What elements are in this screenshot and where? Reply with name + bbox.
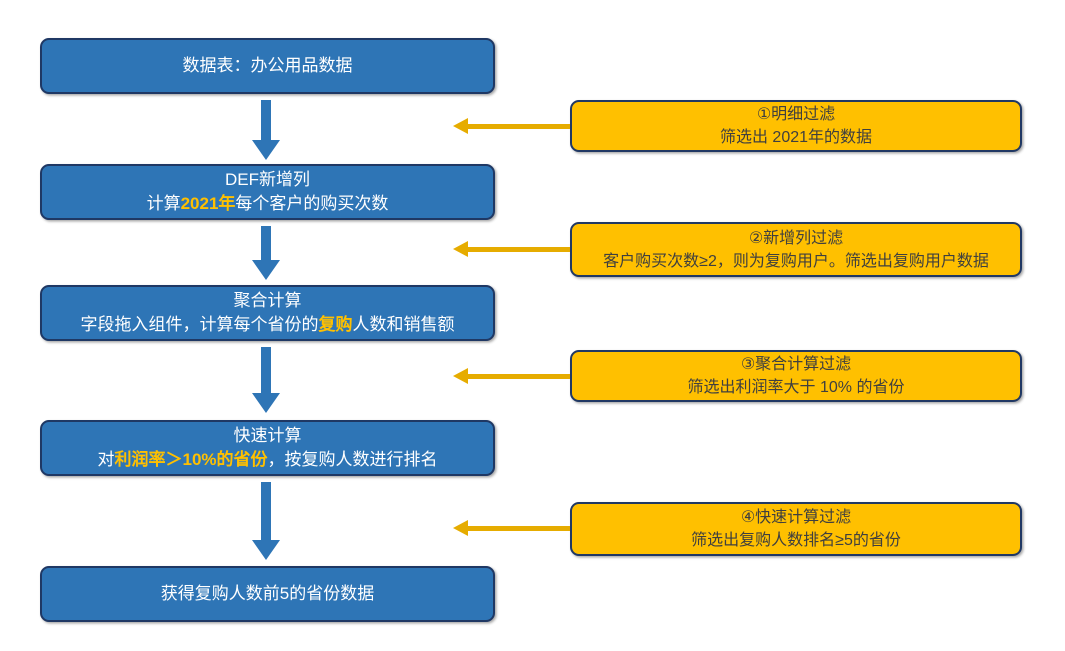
- flow-step-title: 聚合计算: [233, 291, 302, 310]
- flow-step-label: 数据表：办公用品数据: [182, 56, 353, 75]
- arrow-head: [252, 540, 280, 560]
- flow-step-detail: 对利润率＞10%的省份，按复购人数进行排名: [97, 450, 438, 469]
- arrow-head: [252, 393, 280, 413]
- down-arrow-3-icon: [252, 347, 280, 413]
- down-arrow-4-icon: [252, 482, 280, 560]
- annotation-desc: 筛选出利润率大于 10% 的省份: [687, 379, 905, 396]
- highlight-text: 利润率＞10%的省份: [114, 450, 268, 469]
- down-arrow-1-icon: [252, 100, 280, 160]
- annotation-title: ③聚合计算过滤: [740, 356, 852, 373]
- arrow-head: [453, 368, 468, 384]
- flow-step-label: 获得复购人数前5的省份数据: [160, 584, 375, 603]
- highlight-text: 2021年: [180, 194, 236, 213]
- annotation-title: ①明细过滤: [756, 106, 836, 123]
- left-arrow-2-icon: [453, 241, 570, 257]
- left-arrow-4-icon: [453, 520, 570, 536]
- arrow-line: [468, 373, 570, 379]
- annotation-new-column-filter: ②新增列过滤 客户购买次数≥2，则为复购用户。筛选出复购用户数据: [570, 222, 1022, 277]
- annotation-title: ④快速计算过滤: [740, 509, 852, 526]
- annotation-desc: 客户购买次数≥2，则为复购用户。筛选出复购用户数据: [603, 252, 989, 270]
- flow-step-aggregate-calc: 聚合计算 字段拖入组件，计算每个省份的复购人数和销售额: [40, 285, 495, 341]
- flow-step-detail: 字段拖入组件，计算每个省份的复购人数和销售额: [80, 315, 455, 334]
- annotation-quick-calc-filter: ④快速计算过滤 筛选出复购人数排名≥5的省份: [570, 502, 1022, 556]
- arrow-head: [453, 520, 468, 536]
- arrow-line: [468, 123, 570, 129]
- arrow-stem: [261, 347, 271, 393]
- arrow-head: [252, 260, 280, 280]
- arrow-head: [252, 140, 280, 160]
- arrow-head: [453, 118, 468, 134]
- down-arrow-2-icon: [252, 226, 280, 280]
- annotation-desc: 筛选出复购人数排名≥5的省份: [691, 532, 901, 549]
- arrow-head: [453, 241, 468, 257]
- flow-step-detail: 计算2021年每个客户的购买次数: [146, 194, 389, 213]
- arrow-line: [468, 246, 570, 252]
- flow-step-quick-calc: 快速计算 对利润率＞10%的省份，按复购人数进行排名: [40, 420, 495, 476]
- highlight-text: 复购: [318, 315, 353, 334]
- flow-step-result: 获得复购人数前5的省份数据: [40, 566, 495, 622]
- left-arrow-3-icon: [453, 368, 570, 384]
- annotation-desc: 筛选出 2021年的数据: [719, 129, 873, 146]
- flow-step-source-table: 数据表：办公用品数据: [40, 38, 495, 94]
- flow-step-def-new-column: DEF新增列 计算2021年每个客户的购买次数: [40, 164, 495, 220]
- annotation-aggregate-filter: ③聚合计算过滤 筛选出利润率大于 10% 的省份: [570, 350, 1022, 402]
- arrow-stem: [261, 482, 271, 540]
- flow-step-title: DEF新增列: [225, 170, 310, 189]
- annotation-title: ②新增列过滤: [748, 229, 844, 247]
- left-arrow-1-icon: [453, 118, 570, 134]
- arrow-stem: [261, 226, 271, 260]
- flow-step-title: 快速计算: [233, 426, 302, 445]
- arrow-stem: [261, 100, 271, 140]
- arrow-line: [468, 525, 570, 531]
- annotation-detail-filter: ①明细过滤 筛选出 2021年的数据: [570, 100, 1022, 152]
